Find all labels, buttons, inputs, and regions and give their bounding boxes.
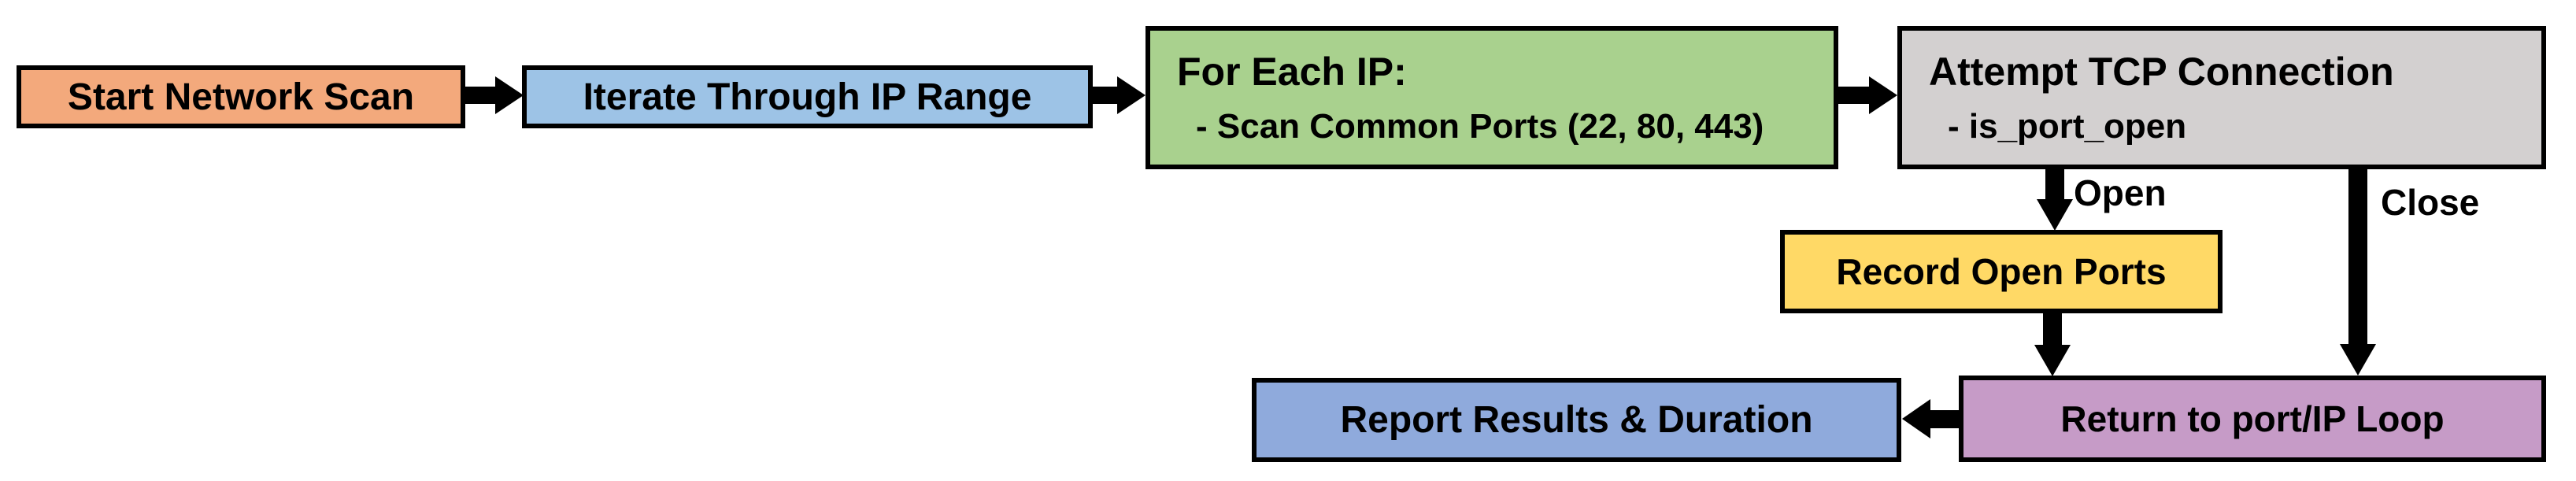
edge-label-close: Close [2381, 182, 2480, 223]
for-each-ip-detail: - Scan Common Ports (22, 80, 443) [1196, 107, 1764, 146]
flow-node-report-results: Report Results & Duration [1252, 378, 1901, 462]
arrow-shaft [2348, 168, 2367, 346]
return-loop-label: Return to port/IP Loop [2060, 398, 2445, 439]
arrow-shaft [1093, 87, 1119, 104]
arrow-shaft [2043, 313, 2062, 346]
flow-node-for-each-ip: For Each IP: - Scan Common Ports (22, 80… [1146, 26, 1838, 169]
arrow-down-icon [2034, 345, 2071, 376]
report-results-label: Report Results & Duration [1340, 399, 1813, 441]
arrow-right-icon [1117, 76, 1146, 114]
arrow-down-icon [2340, 344, 2376, 376]
arrow-right-icon [1869, 76, 1897, 114]
arrow-down-icon [2037, 199, 2073, 231]
arrow-shaft [2045, 168, 2064, 202]
flow-node-record-open-ports: Record Open Ports [1780, 230, 2223, 313]
flow-node-attempt-tcp-connection: Attempt TCP Connection - is_port_open [1897, 26, 2546, 169]
flow-node-start-network-scan: Start Network Scan [17, 65, 465, 128]
attempt-tcp-detail: - is_port_open [1948, 107, 2187, 146]
start-network-scan-label: Start Network Scan [67, 76, 415, 118]
edge-label-open: Open [2074, 172, 2167, 213]
arrow-shaft [465, 87, 497, 104]
iterate-ip-range-label: Iterate Through IP Range [583, 76, 1032, 118]
arrow-shaft [1838, 87, 1871, 104]
record-open-ports-label: Record Open Ports [1836, 251, 2167, 292]
attempt-tcp-title: Attempt TCP Connection [1929, 50, 2394, 94]
arrow-shaft [1929, 410, 1959, 428]
arrow-left-icon [1902, 399, 1930, 438]
flow-node-return-loop: Return to port/IP Loop [1959, 376, 2546, 462]
flow-node-iterate-ip-range: Iterate Through IP Range [522, 65, 1093, 128]
arrow-right-icon [495, 76, 524, 114]
for-each-ip-title: For Each IP: [1177, 50, 1407, 94]
